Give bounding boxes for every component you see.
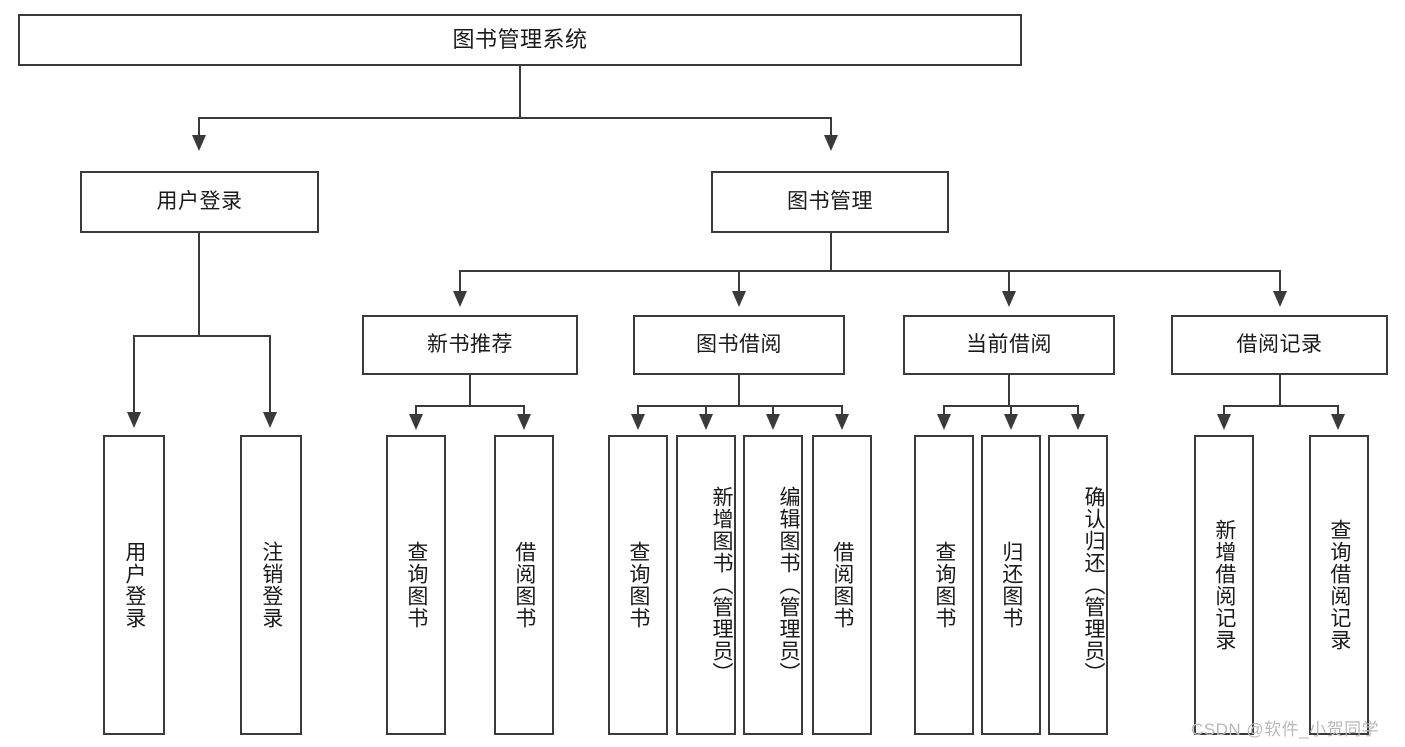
node-leaf-confirm-return[interactable]: 确认归还（管理员） — [1048, 435, 1108, 735]
edge-new-book-bar — [415, 405, 525, 407]
edge-new-book-drop-2 — [523, 405, 525, 419]
edge-current-borrow-drop-2 — [1010, 405, 1012, 419]
edge-root-to-book-manage — [830, 117, 832, 140]
node-leaf-edit-book[interactable]: 编辑图书（管理员） — [743, 435, 803, 735]
arrow-to-current-borrow — [1002, 291, 1016, 307]
edge-borrow-record-bar — [1223, 405, 1339, 407]
arrow-root-to-user-login — [192, 135, 206, 151]
node-new-book-recommend[interactable]: 新书推荐 — [362, 315, 578, 375]
edge-book-borrow-stem — [738, 375, 740, 405]
edge-root-bar — [198, 117, 832, 119]
node-label: 注销登录 — [259, 541, 283, 629]
arrow-to-leaf-query-book-2 — [631, 414, 645, 430]
edge-current-borrow-drop-3 — [1077, 405, 1079, 419]
edge-book-manage-drop-1 — [459, 270, 461, 295]
arrow-root-to-book-manage — [824, 135, 838, 151]
node-label: 新增图书（管理员） — [710, 486, 733, 684]
node-leaf-user-login[interactable]: 用户登录 — [103, 435, 165, 735]
node-label: 图书管理 — [787, 190, 873, 214]
arrow-to-leaf-query-book-1 — [409, 414, 423, 430]
node-label: 查询图书 — [932, 541, 956, 629]
edge-borrow-record-drop-1 — [1223, 405, 1225, 419]
node-book-borrow[interactable]: 图书借阅 — [633, 315, 845, 375]
node-label: 新增借阅记录 — [1212, 519, 1236, 651]
node-label: 借阅图书 — [512, 541, 536, 629]
edge-book-borrow-drop-1 — [637, 405, 639, 419]
node-label: 图书借阅 — [696, 333, 782, 357]
node-leaf-borrow-book-1[interactable]: 借阅图书 — [494, 435, 554, 735]
edge-book-manage-drop-2 — [738, 270, 740, 295]
edge-new-book-stem — [469, 375, 471, 405]
node-leaf-borrow-book-2[interactable]: 借阅图书 — [812, 435, 872, 735]
arrow-to-leaf-query-book-3 — [937, 414, 951, 430]
node-label: 查询借阅记录 — [1327, 519, 1351, 651]
node-leaf-logout-login[interactable]: 注销登录 — [240, 435, 302, 735]
node-label: 查询图书 — [404, 541, 428, 629]
node-leaf-add-book[interactable]: 新增图书（管理员） — [676, 435, 736, 735]
arrow-to-borrow-record — [1273, 291, 1287, 307]
arrow-to-book-borrow — [732, 291, 746, 307]
edge-root-stem — [519, 66, 521, 117]
edge-borrow-record-drop-2 — [1337, 405, 1339, 419]
edge-user-login-bar — [133, 335, 269, 337]
edge-book-manage-drop-3 — [1008, 270, 1010, 295]
arrow-to-leaf-return-book — [1004, 414, 1018, 430]
edge-book-manage-drop-4 — [1279, 270, 1281, 295]
node-leaf-return-book[interactable]: 归还图书 — [981, 435, 1041, 735]
node-label: 借阅记录 — [1236, 333, 1323, 357]
node-root-book-management-system[interactable]: 图书管理系统 — [18, 14, 1022, 66]
watermark: CSDN @软件_小贺同学 — [1191, 720, 1380, 739]
edge-book-borrow-drop-3 — [772, 405, 774, 419]
arrow-to-leaf-user-login — [127, 412, 141, 428]
edge-book-borrow-drop-2 — [705, 405, 707, 419]
node-leaf-query-book-2[interactable]: 查询图书 — [608, 435, 668, 735]
edge-user-login-drop-1 — [133, 335, 135, 417]
edge-book-borrow-bar — [637, 405, 843, 407]
node-label: 归还图书 — [999, 541, 1023, 629]
arrow-to-leaf-logout-login — [263, 412, 277, 428]
node-label: 新书推荐 — [427, 333, 513, 357]
node-label: 当前借阅 — [966, 333, 1052, 357]
node-label: 编辑图书（管理员） — [777, 486, 800, 684]
node-leaf-add-record[interactable]: 新增借阅记录 — [1194, 435, 1254, 735]
edge-root-to-user-login — [198, 117, 200, 140]
node-label: 用户登录 — [156, 190, 243, 214]
node-leaf-query-record[interactable]: 查询借阅记录 — [1309, 435, 1369, 735]
arrow-to-leaf-add-book — [699, 414, 713, 430]
edge-new-book-drop-1 — [415, 405, 417, 419]
arrow-to-leaf-borrow-book-2 — [835, 414, 849, 430]
node-leaf-query-book-1[interactable]: 查询图书 — [386, 435, 446, 735]
node-label: 确认归还（管理员） — [1082, 486, 1105, 684]
node-leaf-query-book-3[interactable]: 查询图书 — [914, 435, 974, 735]
edge-current-borrow-stem — [1008, 375, 1010, 405]
edge-book-borrow-drop-4 — [841, 405, 843, 419]
arrow-to-leaf-query-record — [1331, 414, 1345, 430]
node-book-manage[interactable]: 图书管理 — [711, 171, 949, 233]
node-current-borrow[interactable]: 当前借阅 — [903, 315, 1115, 375]
edge-current-borrow-drop-1 — [943, 405, 945, 419]
arrow-to-leaf-add-record — [1217, 414, 1231, 430]
edge-book-manage-stem — [830, 233, 832, 270]
node-label: 查询图书 — [626, 541, 650, 629]
node-borrow-record[interactable]: 借阅记录 — [1171, 315, 1388, 375]
edge-borrow-record-stem — [1279, 375, 1281, 405]
arrow-to-new-book-recommend — [453, 291, 467, 307]
node-label: 图书管理系统 — [452, 26, 588, 52]
node-label: 借阅图书 — [830, 541, 854, 629]
arrow-to-leaf-edit-book — [766, 414, 780, 430]
node-user-login[interactable]: 用户登录 — [80, 171, 319, 233]
edge-user-login-drop-2 — [269, 335, 271, 417]
node-label: 用户登录 — [122, 541, 146, 629]
arrow-to-leaf-confirm-return — [1071, 414, 1085, 430]
arrow-to-leaf-borrow-book-1 — [517, 414, 531, 430]
edge-user-login-stem — [198, 233, 200, 335]
edge-book-manage-bar — [459, 270, 1281, 272]
